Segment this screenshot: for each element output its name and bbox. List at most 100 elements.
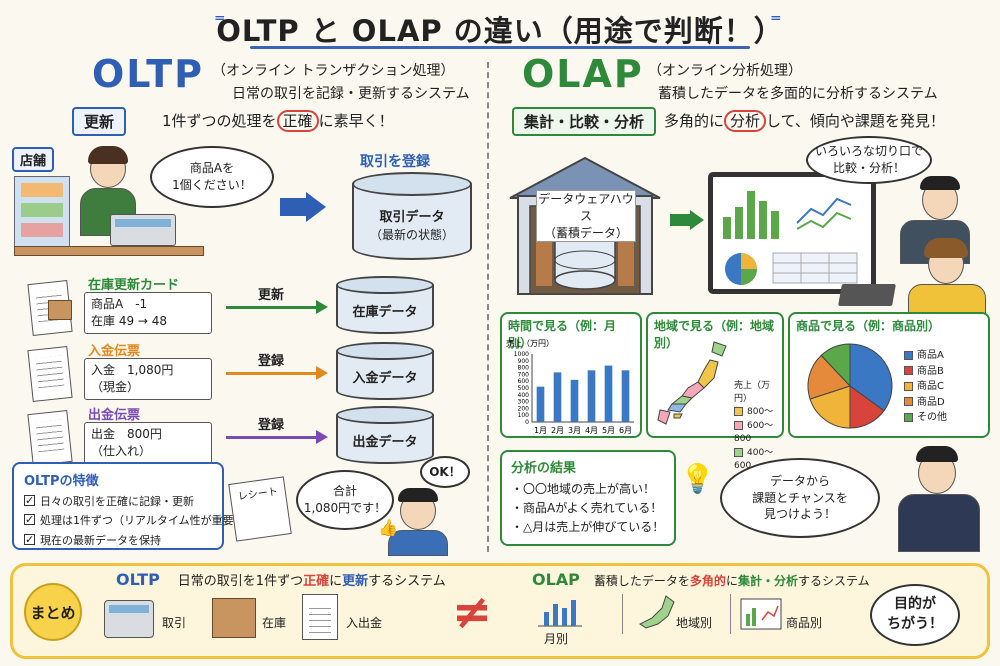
pie-legend-label: 商品A: [917, 350, 944, 361]
bar-chart-ytick: 600: [518, 378, 530, 385]
oltp-tag-update: 更新: [72, 107, 127, 136]
row-db-label: 入金データ: [352, 371, 418, 386]
slip-paper-icon: [27, 410, 73, 466]
green-arrow-shaft: [670, 214, 692, 226]
row-db-icon: 在庫データ: [336, 276, 434, 334]
title-underline: [250, 46, 750, 49]
oltp-heading: OLTP: [92, 52, 204, 96]
slip-line-2: （仕入れ）: [91, 444, 152, 459]
slip-line-1: 商品A -1: [91, 297, 148, 311]
summary-oltp-post: するシステム: [368, 574, 446, 589]
oltp-feature-item: 日々の取引を正確に記録・更新: [24, 491, 212, 511]
row-action-label: 更新: [258, 288, 285, 303]
analyst-man-hair: [920, 176, 960, 190]
summary-olap-keyword-analysis: 集計・分析: [737, 574, 798, 588]
slip-card: 商品A -1 在庫 49 → 48: [84, 292, 212, 334]
row-arrow-head-icon: [316, 300, 328, 314]
checkbox-icon: [24, 491, 35, 510]
pie-slice: [809, 385, 851, 429]
data-warehouse-icon: [509, 156, 661, 295]
slip-card: 入金 1,080円（現金）: [84, 358, 212, 400]
summary-separator-1: [622, 594, 623, 634]
legend-swatch: [904, 412, 913, 422]
summary-olap-pre: 蓄積したデータを: [593, 574, 690, 588]
bar-chart-bar: [621, 370, 630, 422]
oltp-description: 日常の取引を記録・更新するシステム: [232, 86, 470, 102]
pie-legend-item: 商品B: [904, 364, 947, 380]
summary-oltp-mid: に: [329, 574, 343, 589]
title-deco-left: ⁼: [214, 10, 226, 35]
bar-chart-xtick: 5月: [602, 426, 615, 435]
summary-olap-label-month: 月別: [544, 632, 569, 646]
big-arrow-shaft: [280, 198, 308, 216]
summary-olap-keyword-multi: 多角的: [689, 574, 726, 588]
customer-body: [388, 530, 448, 556]
row-db-label: 在庫データ: [352, 305, 418, 320]
oltp-fullname: （オンライン トランザクション処理）: [212, 63, 455, 79]
summary-oltp-pre: 日常の取引を1件ずつ: [177, 574, 304, 589]
cash-register-icon: [110, 214, 176, 246]
row-action-label: 登録: [258, 418, 285, 433]
checkbox-icon: [24, 510, 35, 530]
legend-swatch: [734, 407, 743, 416]
region-legend-item: 400～600: [734, 447, 782, 474]
page-title: OLTP と OLAP の違い（用途で判断！）: [216, 14, 784, 48]
summary-box-icon: [212, 598, 256, 638]
insight-speech-bubble: データから 課題とチャンスを 見つけよう！: [720, 458, 880, 538]
region-map-title: 地域で見る（例：地域別）: [654, 319, 775, 350]
region-legend-label: 600～800: [734, 420, 774, 445]
summary-separator-2: [730, 594, 731, 634]
dashboard-monitor: [708, 172, 876, 294]
store-label: 店舗: [12, 147, 55, 172]
olap-heading: OLAP: [522, 52, 644, 96]
legend-swatch: [904, 381, 913, 391]
analysis-result-item: ・〇〇地域の売上が高い！: [511, 482, 656, 496]
checkbox-icon: [24, 530, 35, 549]
title-deco-right: ⁼: [770, 10, 782, 35]
pie-legend-label: その他: [917, 412, 947, 423]
bar-chart-xtick: 3月: [568, 426, 581, 435]
olap-tagline-circled: 分析: [724, 110, 767, 132]
bar-chart-ytick: 100: [518, 412, 530, 419]
pie-slice: [820, 343, 851, 388]
olap-tag-analysis: 集計・比較・分析: [512, 107, 657, 136]
bar-chart-xtick: 4月: [585, 426, 598, 435]
transaction-db-sublabel: （最新の状態）: [369, 228, 454, 242]
summary-olap-label-product: 商品別: [786, 616, 823, 630]
oltp-feature-item: 処理は1件ずつ（リアルタイム性が重要）: [24, 510, 245, 530]
region-legend-label: 400～600: [734, 447, 774, 472]
row-action-label: 登録: [258, 354, 285, 369]
legend-swatch: [904, 366, 913, 375]
oltp-tagline-circled: 正確: [276, 110, 319, 132]
analysis-result-item: ・商品Aがよく売れている！: [511, 501, 663, 516]
legend-swatch: [734, 447, 743, 457]
transaction-db-label: 取引データ: [379, 210, 445, 225]
summary-olap-label-region: 地域別: [676, 616, 713, 630]
bar-chart-bar: [570, 379, 579, 422]
region-legend-title: 売上（万円）: [734, 381, 771, 404]
thumbs-up-icon: 👍: [378, 518, 398, 537]
olap-fullname: （オンライン分析処理）: [648, 63, 802, 79]
bar-chart-xtick: 2月: [551, 426, 564, 435]
summary-icon-label-transaction: 取引: [162, 616, 187, 630]
pie-legend-item: 商品C: [904, 379, 947, 395]
bar-chart-xtick: 6月: [619, 426, 632, 435]
oltp-feature-item: 現在の最新データを保持: [24, 530, 212, 550]
bar-chart-bar: [604, 365, 613, 422]
row-db-icon: 入金データ: [336, 342, 434, 400]
oltp-tagline-post: に素早く！: [318, 112, 394, 130]
row-arrow-line: [226, 306, 318, 309]
japan-map-icon: [657, 341, 727, 425]
bar-chart-xtick: 1月: [534, 426, 547, 435]
summary-oltp-name: OLTP: [116, 570, 160, 589]
presenter-hair: [916, 446, 958, 462]
warehouse-subtitle: （蓄積データ）: [543, 225, 628, 240]
bar-chart-ytick: 200: [518, 405, 530, 412]
purpose-speech-bubble: 目的が ちがう！: [870, 584, 960, 646]
region-legend-item: 600～800: [734, 420, 782, 447]
summary-label: まとめ: [24, 583, 82, 641]
slip-line-2: 在庫 49 → 48: [91, 314, 168, 329]
olap-description: 蓄積したデータを多面的に分析するシステム: [658, 86, 938, 102]
